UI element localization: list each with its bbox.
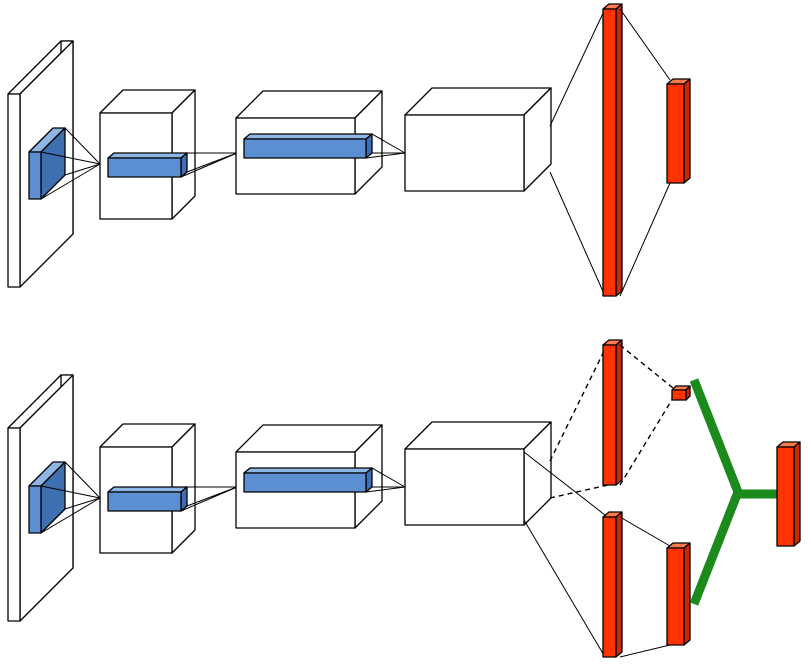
fc-1-side	[615, 3, 623, 297]
fc-2-front	[666, 83, 685, 184]
proj-line-0-1	[64, 461, 101, 499]
fc-lower-1-front	[602, 516, 617, 658]
proj-line-upper-b	[549, 484, 609, 499]
proj-line-upper-d	[619, 397, 674, 486]
fc-upper-2-front	[671, 389, 687, 401]
proj-line-lower-a	[523, 451, 606, 516]
proj-line-2-0	[371, 133, 406, 154]
proj-line-0-0	[40, 151, 101, 165]
fc-upper-1-front	[602, 344, 617, 486]
fc-2-side	[683, 78, 691, 184]
two-branch-network	[7, 339, 801, 658]
proj-line-lower-b	[523, 519, 606, 658]
proj-line-0-3	[40, 497, 101, 534]
proj-line-upper-c	[619, 344, 674, 389]
conv-2-filter-side	[365, 133, 373, 159]
proj-line-0-1	[64, 127, 101, 165]
proj-line-lower-c	[619, 516, 671, 547]
proj-line-1-2	[180, 486, 238, 512]
conv-1-filter-front	[107, 491, 182, 512]
conv-3-front	[404, 448, 525, 526]
proj-line-0-3	[40, 163, 101, 200]
fc-output-front	[776, 446, 795, 547]
input-filter-front	[28, 485, 42, 534]
fc-lower-1-side	[615, 511, 623, 658]
fc-output-side	[793, 441, 801, 547]
proj-line-3-a	[549, 8, 606, 127]
input-slab-front	[7, 427, 21, 622]
conv-1-filter	[107, 486, 188, 512]
proj-line-0-2	[64, 497, 101, 510]
conv-3	[404, 421, 552, 526]
proj-line-0-2	[64, 163, 101, 176]
fc-upper-1-side	[615, 339, 623, 486]
conv-3-front	[404, 114, 525, 192]
fc-output	[776, 441, 801, 547]
conv-1-filter-side	[180, 486, 188, 512]
conv-1-filter-top	[107, 486, 188, 493]
conv-2-filter-top	[243, 133, 373, 140]
proj-line-lower-d	[619, 644, 671, 658]
conv-1-filter-front	[107, 157, 182, 178]
fc-upper-1	[602, 339, 623, 486]
proj-line-upper-a	[549, 342, 609, 462]
proj-line-4-b	[619, 182, 671, 297]
single-branch-network	[7, 3, 691, 297]
fc-1	[602, 3, 623, 297]
conv-2-filter-front	[243, 138, 367, 159]
conv-2-filter-top	[243, 467, 373, 474]
proj-line-4-a	[619, 8, 671, 81]
proj-line-2-2	[365, 152, 406, 159]
fc-1-front	[602, 8, 617, 297]
conv-1-filter	[107, 152, 188, 178]
merge-arms	[689, 378, 743, 606]
input-slab-front	[7, 93, 21, 288]
proj-line-0-0	[40, 485, 101, 499]
conv-3	[404, 87, 552, 192]
conv-2-filter-side	[365, 467, 373, 493]
conv-2-filter	[243, 133, 373, 159]
proj-line-2-2	[365, 486, 406, 493]
conv-2-filter-front	[243, 472, 367, 493]
fc-upper-2	[671, 385, 691, 401]
input-filter-front	[28, 151, 42, 200]
fc-lower-1	[602, 511, 623, 658]
proj-line-1-2	[180, 152, 238, 178]
fc-lower-2-front	[666, 547, 685, 646]
fc-lower-2-side	[683, 542, 691, 646]
proj-line-2-0	[371, 467, 406, 488]
proj-line-3-b	[549, 171, 606, 297]
fc-lower-2	[666, 542, 691, 646]
conv-2-filter	[243, 467, 373, 493]
conv-1-filter-top	[107, 152, 188, 159]
merge	[689, 378, 778, 606]
fc-2	[666, 78, 691, 184]
conv-1-filter-side	[180, 152, 188, 178]
